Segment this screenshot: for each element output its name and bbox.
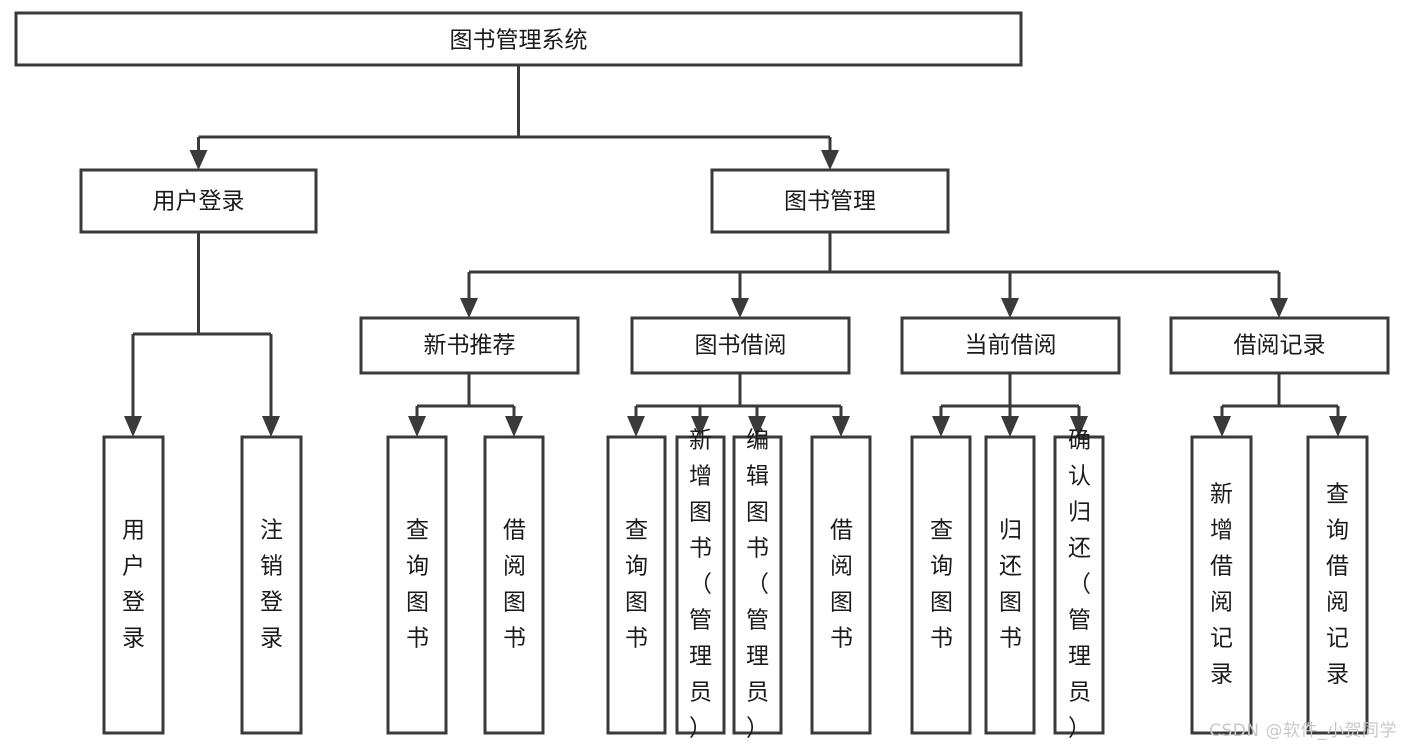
node-leaf-logout-label: 注销登录 [260,518,283,652]
node-leaf-query-record-box[interactable] [1306,435,1369,735]
node-leaf-query-book-1-label: 查询图书 [406,518,429,652]
node-new-book-rec-box[interactable] [359,316,580,375]
arrow-br-to-leaf1 [1213,416,1231,437]
node-user-login[interactable]: 用户登录 [79,168,318,234]
arrow-bm-to-book-borrow [731,298,749,318]
node-book-manage[interactable]: 图书管理 [710,168,950,234]
node-leaf-return-book-box[interactable] [984,435,1036,735]
node-leaf-query-book-3-label: 查询图书 [930,518,953,652]
arrow-bb-to-leaf3 [748,416,766,437]
arrow-user-login-to-leaf2 [262,416,280,437]
arrow-root-to-book-manage [821,150,839,170]
node-leaf-query-record[interactable]: 查询借阅记录 [1306,435,1369,735]
node-leaf-user-login[interactable]: 用户登录 [102,435,165,735]
arrow-bm-to-current-borrow [1001,298,1019,318]
node-book-manage-label: 图书管理 [784,189,876,215]
node-leaf-user-login-box[interactable] [102,435,165,735]
node-leaf-add-book-box[interactable] [675,435,726,735]
arrow-br-to-leaf2 [1329,416,1347,437]
node-leaf-return-book-label: 归还图书 [999,518,1022,652]
node-borrow-record-box[interactable] [1169,316,1390,375]
node-leaf-query-book-3-box[interactable] [910,435,972,735]
node-leaf-query-book-1[interactable]: 查询图书 [386,435,448,735]
node-leaf-borrow-book-2-label: 借阅图书 [830,518,853,652]
node-leaf-edit-book-box[interactable] [732,435,783,735]
node-leaf-query-book-2-box[interactable] [606,435,667,735]
node-leaf-add-record-label: 新增借阅记录 [1210,482,1233,688]
node-leaf-add-record-box[interactable] [1190,435,1253,735]
node-leaf-borrow-book-2[interactable]: 借阅图书 [810,435,872,735]
arrow-cb-to-leaf2 [1001,416,1019,437]
arrow-user-login-to-leaf1 [124,416,142,437]
node-leaf-query-book-1-box[interactable] [386,435,448,735]
node-leaf-borrow-book-1-label: 借阅图书 [503,518,526,652]
arrow-bb-to-leaf4 [832,416,850,437]
edge-group [124,65,1347,437]
node-root-label: 图书管理系统 [450,28,588,54]
node-new-book-rec-label: 新书推荐 [424,333,516,359]
node-current-borrow-box[interactable] [900,316,1121,375]
node-leaf-query-book-2[interactable]: 查询图书 [606,435,667,735]
arrow-cb-to-leaf1 [932,416,950,437]
node-borrow-record-label: 借阅记录 [1234,333,1326,359]
node-leaf-add-record[interactable]: 新增借阅记录 [1190,435,1253,735]
node-leaf-query-book-2-label: 查询图书 [625,518,648,652]
node-leaf-add-book-label: 新增图书（管理员） [689,428,712,742]
node-book-borrow[interactable]: 图书借阅 [630,316,851,375]
node-book-borrow-box[interactable] [630,316,851,375]
node-borrow-record[interactable]: 借阅记录 [1169,316,1390,375]
node-leaf-borrow-book-2-box[interactable] [810,435,872,735]
node-leaf-logout[interactable]: 注销登录 [240,435,303,735]
node-root[interactable]: 图书管理系统 [14,11,1023,67]
node-leaf-add-book[interactable]: 新增图书（管理员） [675,428,726,742]
node-current-borrow-label: 当前借阅 [965,333,1057,359]
arrow-nbr-to-leaf2 [505,416,523,437]
node-root-box[interactable] [14,11,1023,67]
arrow-cb-to-leaf3 [1070,416,1088,437]
node-leaf-borrow-book-1-box[interactable] [483,435,545,735]
arrow-root-to-user-login [189,150,208,170]
node-leaf-query-book-3[interactable]: 查询图书 [910,435,972,735]
node-leaf-logout-box[interactable] [240,435,303,735]
node-leaf-user-login-label: 用户登录 [122,518,145,652]
arrow-nbr-to-leaf1 [408,416,426,437]
node-user-login-label: 用户登录 [153,189,245,215]
node-leaf-edit-book-label: 编辑图书（管理员） [746,428,769,742]
node-leaf-return-book[interactable]: 归还图书 [984,435,1036,735]
node-current-borrow[interactable]: 当前借阅 [900,316,1121,375]
node-book-manage-box[interactable] [710,168,950,234]
node-leaf-query-record-label: 查询借阅记录 [1326,482,1349,688]
node-leaf-borrow-book-1[interactable]: 借阅图书 [483,435,545,735]
node-book-borrow-label: 图书借阅 [695,333,787,359]
arrow-bm-to-borrow-record [1270,298,1288,318]
node-leaf-confirm-return[interactable]: 确认归还（管理员） [1053,428,1105,742]
arrow-bm-to-new-book-rec [460,298,478,318]
arrow-bb-to-leaf1 [627,416,645,437]
node-leaf-confirm-return-label: 确认归还（管理员） [1068,428,1091,742]
node-new-book-rec[interactable]: 新书推荐 [359,316,580,375]
node-user-login-box[interactable] [79,168,318,234]
node-leaf-edit-book[interactable]: 编辑图书（管理员） [732,428,783,742]
node-leaf-confirm-return-box[interactable] [1053,435,1105,735]
arrow-bb-to-leaf2 [691,416,709,437]
